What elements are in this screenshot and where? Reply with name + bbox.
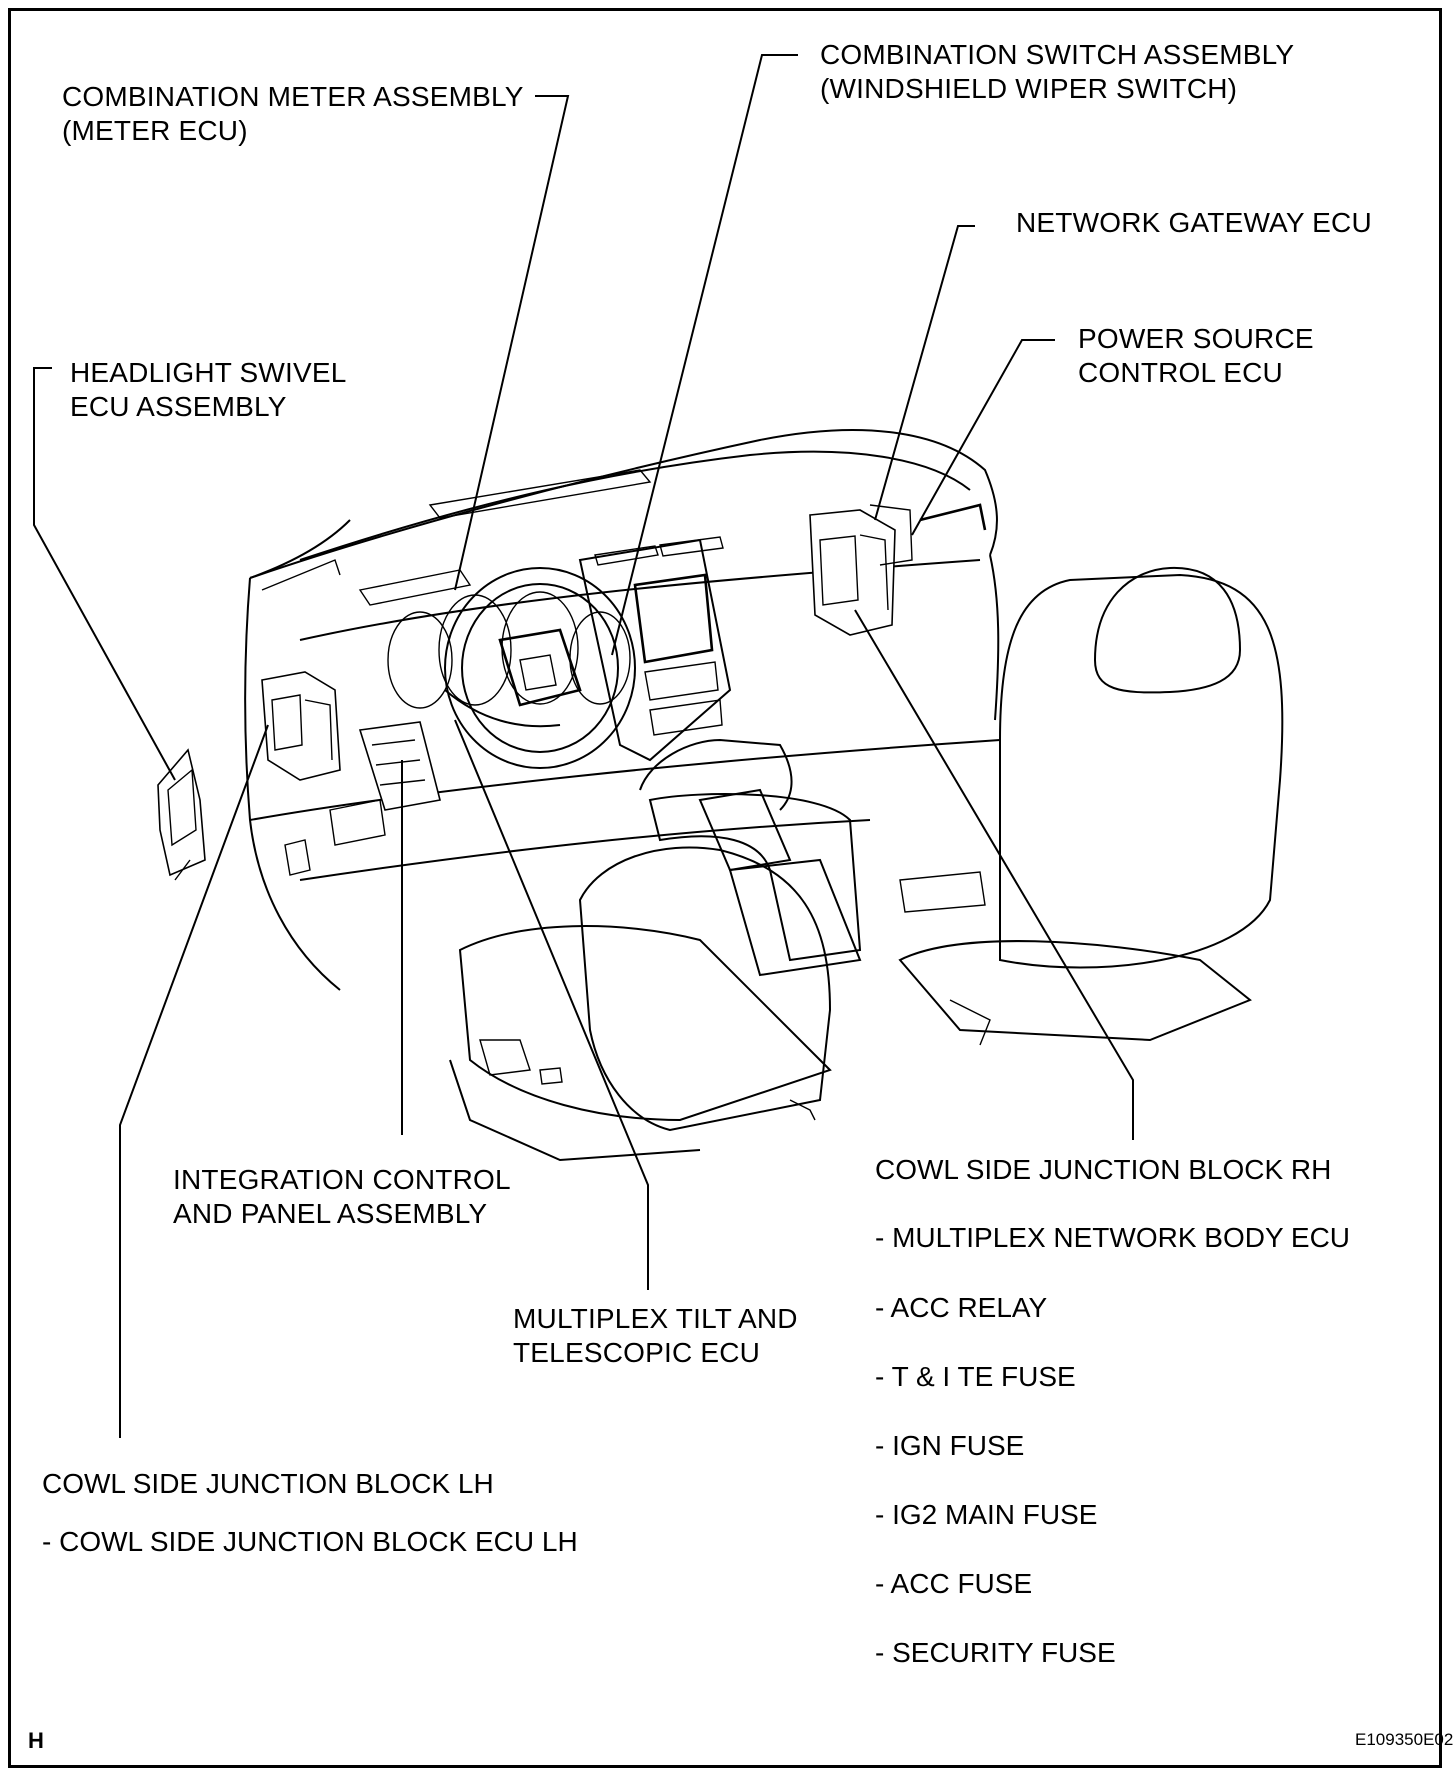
cowl-rh-item: - SECURITY FUSE <box>875 1637 1116 1668</box>
center-console <box>578 536 986 977</box>
label-integration-control-and-panel-assembly: INTEGRATION CONTROL AND PANEL ASSEMBLY <box>173 1164 511 1229</box>
label-multiplex-tilt-telescopic-ecu: MULTIPLEX TILT AND TELESCOPIC ECU <box>513 1303 798 1368</box>
cowl-lh-title: COWL SIDE JUNCTION BLOCK LH <box>42 1468 494 1499</box>
label-combination-switch-assembly: COMBINATION SWITCH ASSEMBLY (WINDSHIELD … <box>820 39 1295 104</box>
cowl-side-junction-block-lh-list: COWL SIDE JUNCTION BLOCK LH - COWL SIDE … <box>42 1467 642 1577</box>
driver-seat <box>449 738 862 1162</box>
cowl-rh-item: - ACC FUSE <box>875 1568 1033 1599</box>
passenger-seat <box>898 566 1284 1046</box>
headlight-swivel-ecu-illustration <box>157 748 206 881</box>
integration-control-panel-illustration <box>358 721 441 811</box>
label-power-source-control-ecu: POWER SOURCE CONTROL ECU <box>1078 323 1314 388</box>
cowl-rh-title: COWL SIDE JUNCTION BLOCK RH <box>875 1154 1332 1185</box>
callout-leader-lines <box>33 54 1134 1438</box>
label-combination-meter-assembly: COMBINATION METER ASSEMBLY (METER ECU) <box>62 81 524 146</box>
cowl-side-junction-block-rh-list: COWL SIDE JUNCTION BLOCK RH - MULTIPLEX … <box>875 1153 1415 1668</box>
label-headlight-swivel-ecu-assembly: HEADLIGHT SWIVEL ECU ASSEMBLY <box>70 357 347 422</box>
steering-wheel <box>358 567 636 769</box>
cowl-side-junction-block-lh-illustration <box>261 671 341 781</box>
figure-code: E109350E02 <box>1355 1730 1454 1749</box>
cowl-rh-item: - IG2 MAIN FUSE <box>875 1499 1098 1530</box>
cowl-lh-item: - COWL SIDE JUNCTION BLOCK ECU LH <box>42 1526 578 1557</box>
cowl-rh-item: - IGN FUSE <box>875 1430 1025 1461</box>
label-network-gateway-ecu: NETWORK GATEWAY ECU <box>1016 207 1372 238</box>
section-letter: H <box>28 1728 44 1753</box>
cowl-side-junction-block-rh-illustration <box>809 503 987 636</box>
cowl-rh-item: - T & I TE FUSE <box>875 1361 1076 1392</box>
cowl-rh-item: - ACC RELAY <box>875 1292 1048 1323</box>
dashboard-outline <box>244 429 1001 991</box>
diagram-frame <box>8 8 1442 1768</box>
cowl-rh-item: - MULTIPLEX NETWORK BODY ECU <box>875 1222 1351 1253</box>
